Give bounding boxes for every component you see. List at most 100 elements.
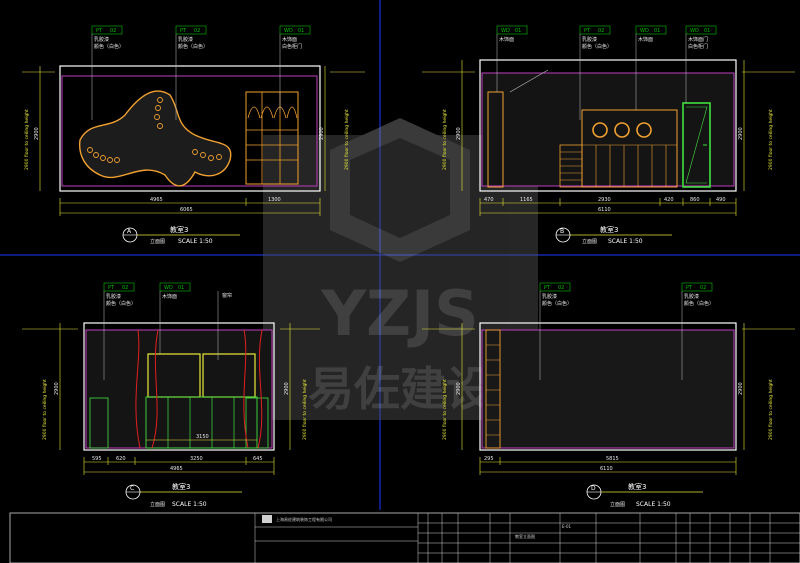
svg-text:PT: PT bbox=[544, 285, 551, 291]
tag-b-2: WD 01 木饰面 bbox=[635, 25, 667, 110]
svg-text:6110: 6110 bbox=[598, 207, 611, 213]
elevation-d: PT 02 乳胶漆 颜色（白色） PT 02 乳胶漆 颜色（白色） 295 58… bbox=[422, 282, 795, 508]
dimensions-b bbox=[422, 60, 795, 216]
svg-text:颜色（白色）: 颜色（白色） bbox=[582, 43, 612, 50]
watermark-logo-cube bbox=[330, 118, 470, 262]
company-name: 上海易佐建筑装饰工程有限公司 bbox=[276, 516, 332, 522]
watermark-cjk: 易佐建设 bbox=[308, 362, 492, 416]
svg-text:2930: 2930 bbox=[598, 197, 611, 203]
tag-c-1: WD 01 木饰面 bbox=[159, 282, 191, 354]
svg-text:教室3: 教室3 bbox=[628, 482, 646, 491]
svg-text:02: 02 bbox=[194, 28, 200, 34]
svg-text:C: C bbox=[130, 485, 134, 492]
tag-d-1: PT 02 乳胶漆 颜色（白色） bbox=[681, 282, 714, 380]
svg-text:2900: 2900 bbox=[738, 127, 744, 140]
svg-text:乳胶漆: 乳胶漆 bbox=[582, 36, 597, 43]
svg-text:595: 595 bbox=[92, 456, 102, 462]
tag-b-0: WD 01 木饰面 bbox=[496, 25, 528, 92]
elevation-d-wall bbox=[481, 329, 735, 449]
svg-text:1165: 1165 bbox=[520, 197, 533, 203]
svg-text:立面图: 立面图 bbox=[610, 501, 625, 508]
svg-text:白色柜门: 白色柜门 bbox=[282, 43, 302, 50]
svg-text:PT: PT bbox=[584, 28, 591, 34]
svg-text:4965: 4965 bbox=[170, 466, 183, 472]
svg-text:WD: WD bbox=[284, 28, 293, 34]
svg-text:2900 floor to ceiling height: 2900 floor to ceiling height bbox=[768, 379, 774, 440]
svg-text:木饰面: 木饰面 bbox=[162, 293, 177, 300]
porthole-3 bbox=[636, 122, 652, 138]
svg-text:WD: WD bbox=[501, 28, 510, 34]
svg-text:2900 floor to ceiling height: 2900 floor to ceiling height bbox=[42, 379, 48, 440]
svg-text:5815: 5815 bbox=[606, 456, 619, 462]
svg-text:02: 02 bbox=[700, 285, 706, 291]
svg-text:02: 02 bbox=[598, 28, 604, 34]
organic-wall-feature bbox=[78, 90, 232, 187]
svg-text:WD: WD bbox=[640, 28, 649, 34]
svg-text:A: A bbox=[127, 228, 132, 235]
caption-d: D 教室3 立面图 SCALE 1:50 bbox=[586, 482, 703, 508]
tag-d-0: PT 02 乳胶漆 颜色（白色） bbox=[539, 282, 572, 380]
svg-text:D: D bbox=[591, 485, 596, 492]
svg-text:2900 floor to ceiling height: 2900 floor to ceiling height bbox=[24, 109, 30, 170]
svg-text:SCALE 1:50: SCALE 1:50 bbox=[636, 501, 671, 508]
cabinet-a bbox=[245, 91, 299, 185]
svg-text:295: 295 bbox=[484, 456, 494, 462]
svg-text:420: 420 bbox=[664, 197, 674, 203]
elevation-c-frame bbox=[83, 322, 275, 451]
svg-text:PT: PT bbox=[96, 28, 103, 34]
svg-text:教室3: 教室3 bbox=[170, 225, 188, 234]
elevation-c-wall bbox=[85, 329, 273, 449]
svg-text:2900: 2900 bbox=[34, 127, 40, 140]
svg-text:乳胶漆: 乳胶漆 bbox=[106, 293, 121, 300]
svg-text:教室3: 教室3 bbox=[172, 482, 190, 491]
elevation-a: PT 02 乳胶漆 颜色（白色） PT 02 乳胶漆 颜色（白色） WD 01 … bbox=[22, 25, 365, 245]
caption-c: C 教室3 立面图 SCALE 1:50 bbox=[125, 482, 242, 508]
svg-text:4965: 4965 bbox=[150, 197, 163, 203]
svg-text:470: 470 bbox=[484, 197, 494, 203]
drawing-code: E-01 bbox=[562, 524, 572, 529]
svg-text:1300: 1300 bbox=[268, 197, 281, 203]
svg-text:01: 01 bbox=[178, 285, 184, 291]
cabinet-d bbox=[485, 329, 501, 449]
svg-text:WD: WD bbox=[690, 28, 699, 34]
elevation-d-frame bbox=[479, 322, 737, 451]
svg-text:木饰面: 木饰面 bbox=[638, 36, 653, 43]
svg-text:2900: 2900 bbox=[738, 382, 744, 395]
svg-text:颜色（白色）: 颜色（白色） bbox=[94, 43, 124, 50]
caption-b: B 教室3 立面图 SCALE 1:50 bbox=[555, 225, 672, 245]
svg-text:木饰面: 木饰面 bbox=[282, 36, 297, 43]
svg-text:乳胶漆: 乳胶漆 bbox=[178, 36, 193, 43]
svg-text:2900 floor to ceiling height: 2900 floor to ceiling height bbox=[344, 109, 350, 170]
elevation-a-wall bbox=[61, 75, 318, 187]
tag-c-0: PT 02 乳胶漆 颜色（白色） bbox=[103, 282, 136, 380]
door-b bbox=[682, 102, 711, 188]
svg-text:860: 860 bbox=[690, 197, 700, 203]
svg-text:6110: 6110 bbox=[600, 466, 613, 472]
porthole-2 bbox=[614, 122, 630, 138]
svg-text:645: 645 bbox=[253, 456, 263, 462]
elevation-c: PT 02 乳胶漆 颜色（白色） WD 01 木饰面 窗帘 595 620 bbox=[22, 282, 320, 508]
svg-text:2900: 2900 bbox=[456, 127, 462, 140]
svg-text:立面图: 立面图 bbox=[582, 238, 597, 245]
caption-a: A 教室3 立面图 SCALE 1:50 bbox=[122, 225, 240, 245]
svg-text:3150: 3150 bbox=[196, 434, 209, 440]
company-logo bbox=[262, 515, 272, 523]
feature-holes bbox=[87, 97, 222, 163]
svg-text:2900: 2900 bbox=[319, 127, 325, 140]
svg-text:木饰面: 木饰面 bbox=[499, 36, 514, 43]
svg-text:SCALE 1:50: SCALE 1:50 bbox=[608, 238, 643, 245]
low-cabinet-c-left bbox=[89, 397, 109, 449]
svg-text:立面图: 立面图 bbox=[150, 238, 165, 245]
elevation-b-wall bbox=[481, 72, 735, 187]
tag-b-3: WD 01 木饰面门 白色柜门 bbox=[685, 25, 717, 103]
svg-text:白色柜门: 白色柜门 bbox=[688, 43, 708, 50]
svg-text:490: 490 bbox=[716, 197, 726, 203]
svg-text:WD: WD bbox=[164, 285, 173, 291]
tag-a-2: WD 01 木饰面 白色柜门 bbox=[279, 25, 311, 110]
svg-text:2900: 2900 bbox=[284, 382, 290, 395]
svg-text:SCALE 1:50: SCALE 1:50 bbox=[172, 501, 207, 508]
dimensions-c bbox=[22, 323, 320, 475]
svg-text:SCALE 1:50: SCALE 1:50 bbox=[178, 238, 213, 245]
svg-text:PT: PT bbox=[108, 285, 115, 291]
